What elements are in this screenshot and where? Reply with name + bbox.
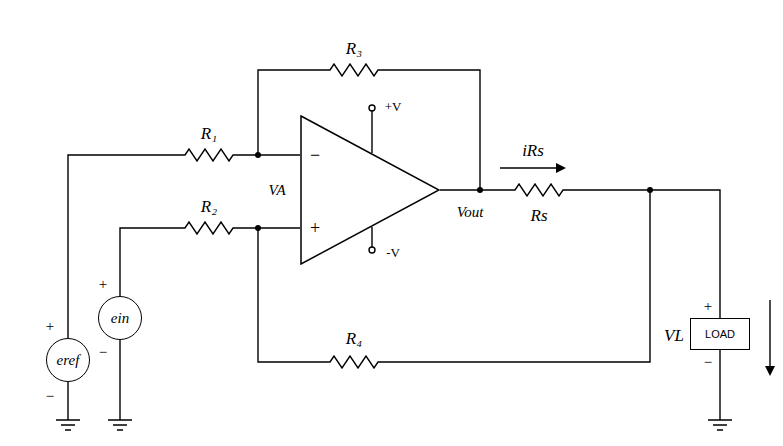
voltage-source: eref (46, 338, 90, 382)
junction-dot (255, 152, 261, 158)
polarity-sign: + (99, 277, 107, 292)
polarity-sign: + (46, 319, 54, 334)
input-sign: − (310, 146, 320, 164)
junction-dot (477, 187, 483, 193)
junction-dot (647, 187, 653, 193)
resistor-label: Rs (531, 207, 548, 224)
load-current-arrow (769, 300, 770, 370)
polarity-sign: − (46, 389, 54, 404)
node-text: eref (57, 353, 80, 368)
polarity-sign: − (704, 355, 712, 370)
input-sign: + (310, 219, 320, 237)
op-amp-symbol: −+ (300, 115, 440, 265)
op-amp-outline (300, 115, 440, 265)
resistor-label: R₄ (346, 330, 362, 347)
junction-dot (255, 225, 261, 231)
voltage-source: ein (98, 296, 142, 340)
supply-terminal (369, 247, 375, 253)
rs-resistor-wire (440, 184, 720, 318)
node-text: ein (111, 311, 129, 326)
polarity-sign: − (99, 345, 107, 360)
output-voltage-label: Vout (457, 205, 484, 220)
ground-symbol (56, 420, 732, 430)
current-label: iRs (522, 142, 544, 159)
supply-label: -V (386, 246, 400, 259)
resistor-label: R₃ (346, 40, 362, 57)
load-box: LOAD (690, 318, 750, 350)
r2-resistor-wire (120, 222, 300, 296)
resistor-label: R₁ (201, 125, 217, 142)
supply-label: +V (385, 100, 402, 113)
node-voltage-label: VA (268, 183, 285, 198)
arrow-head (765, 366, 775, 376)
op-amp-triangle (301, 116, 439, 264)
resistor-label: R₂ (201, 198, 217, 215)
polarity-sign: + (704, 299, 712, 314)
current-arrow (500, 167, 560, 168)
supply-terminal (369, 105, 375, 111)
arrow-head (556, 163, 566, 173)
node-text: LOAD (705, 329, 735, 340)
load-voltage-label: VL (664, 327, 684, 344)
load-return-wire (719, 350, 720, 420)
